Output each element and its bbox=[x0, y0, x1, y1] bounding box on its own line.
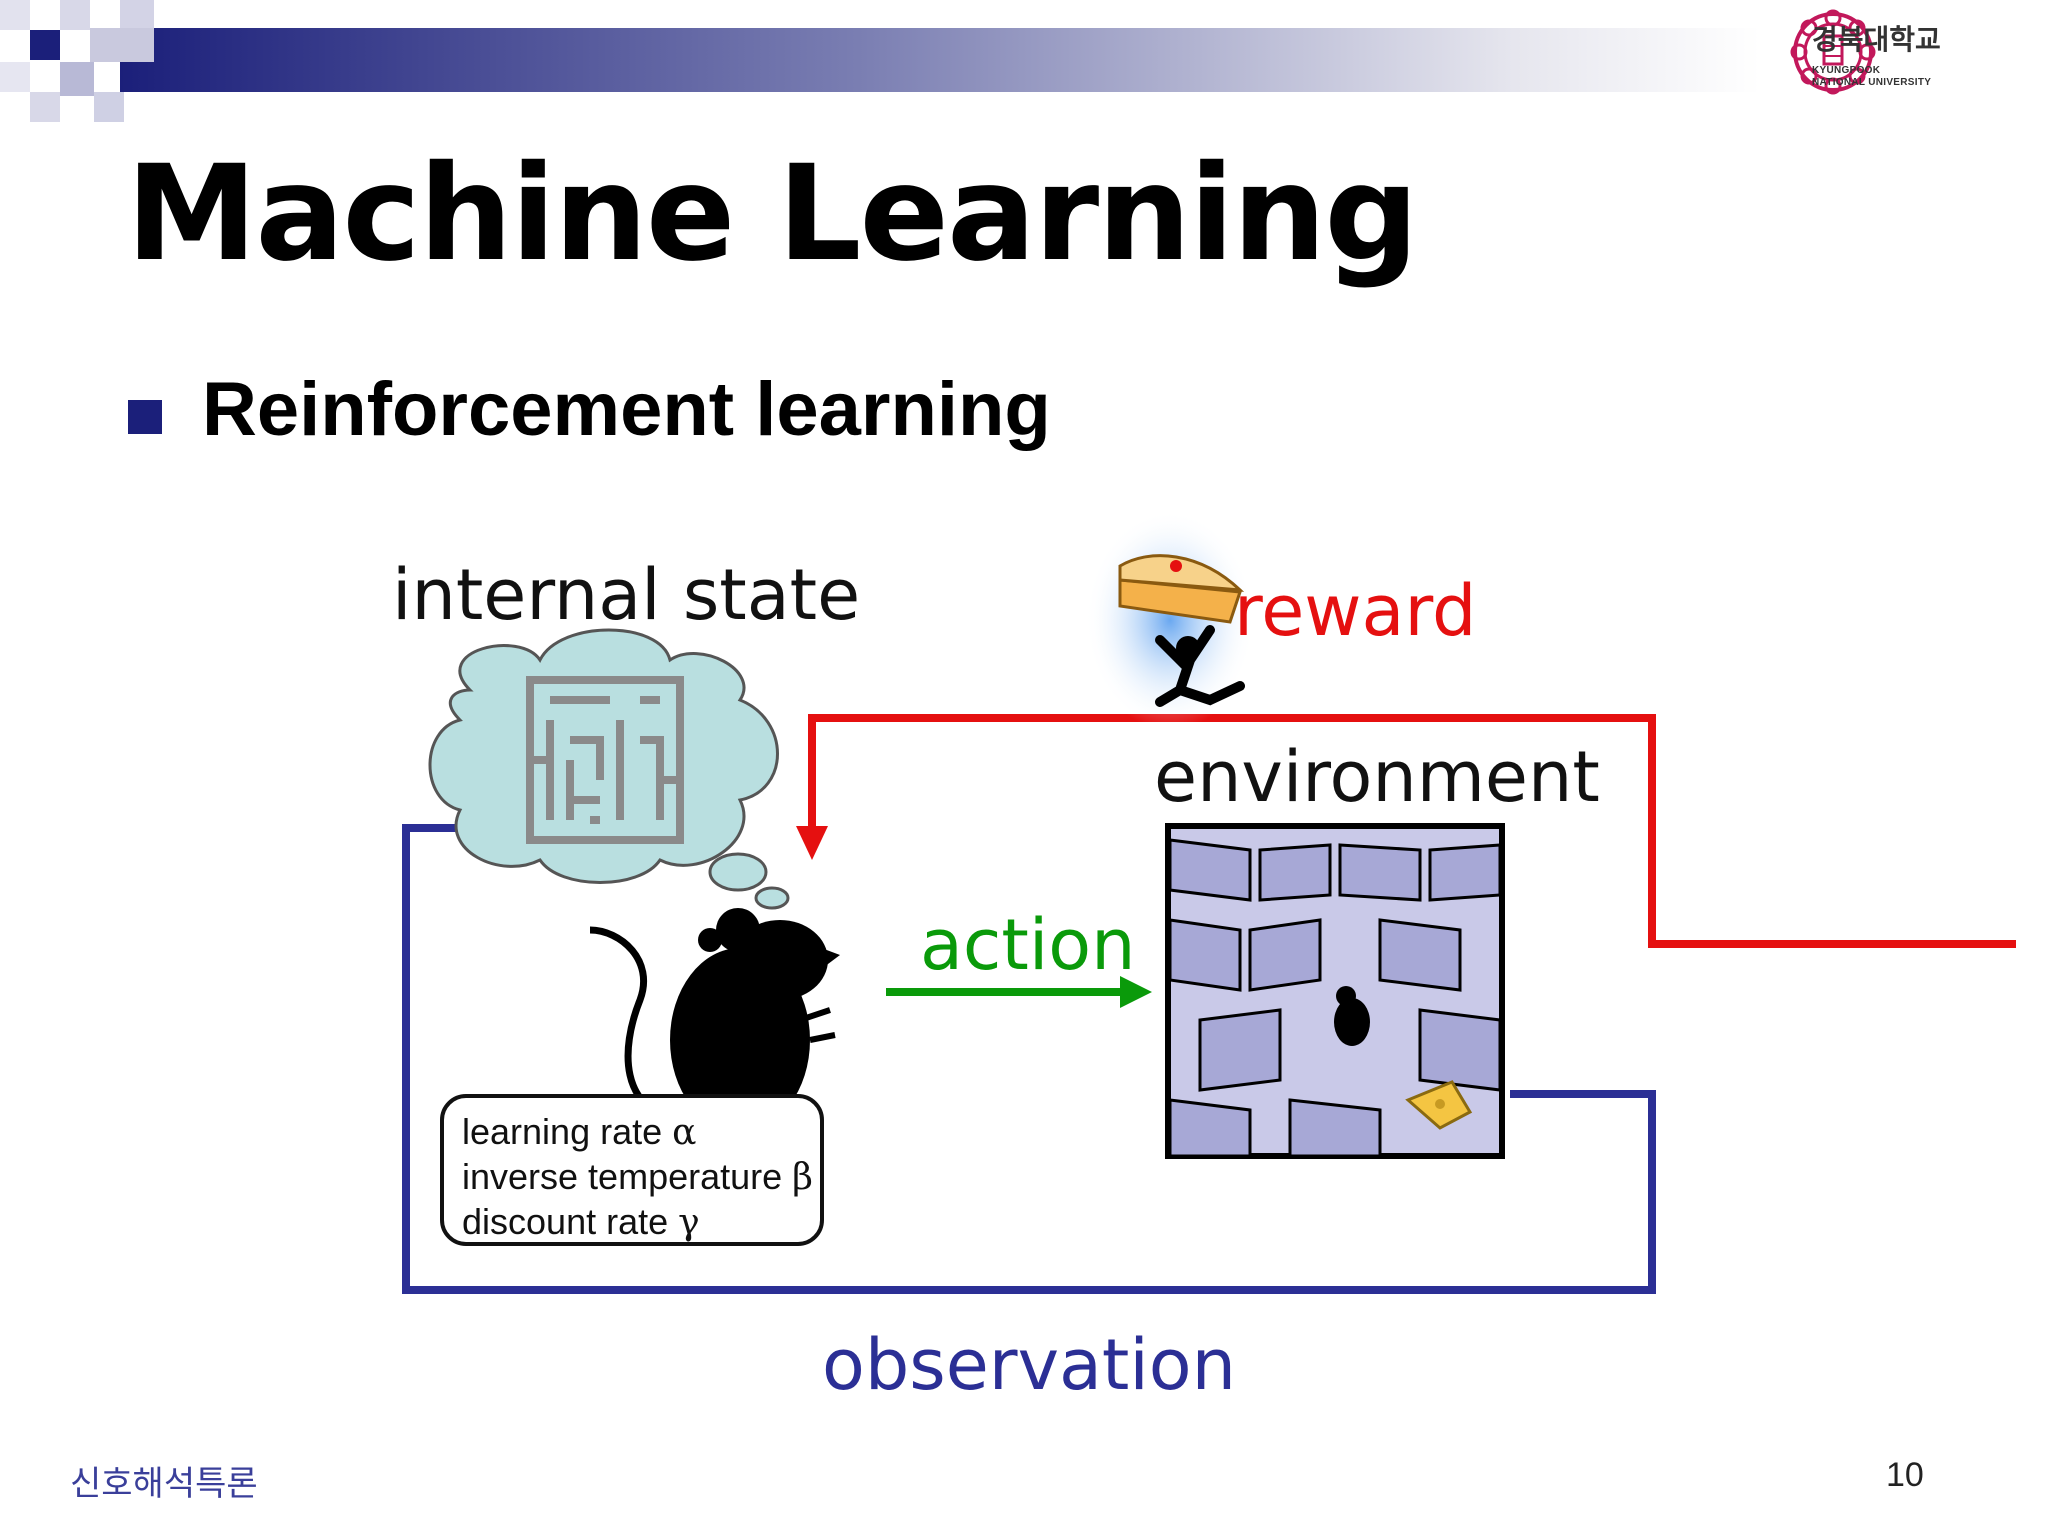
footer-course-name: 신호해석특론 bbox=[70, 1464, 258, 1504]
reward-arrowhead bbox=[796, 826, 828, 860]
university-seal-icon bbox=[1790, 9, 1876, 95]
parameter-box: learning rate α inverse temperature β di… bbox=[440, 1094, 824, 1246]
environment-label: environment bbox=[1154, 736, 1600, 818]
reward-label: reward bbox=[1234, 570, 1477, 652]
observation-arrow bbox=[402, 824, 1656, 1294]
parameter-inverse-temperature: inverse temperature β bbox=[462, 1156, 813, 1198]
parameter-learning-rate: learning rate α bbox=[462, 1111, 697, 1153]
cake-runner-icon bbox=[1085, 510, 1255, 730]
action-label: action bbox=[920, 904, 1136, 986]
bullet-square-icon bbox=[128, 400, 162, 434]
internal-state-label: internal state bbox=[392, 554, 861, 636]
action-arrowhead bbox=[1120, 976, 1152, 1008]
header-decoration bbox=[0, 0, 1760, 122]
reward-arrow bbox=[808, 714, 2016, 948]
observation-label: observation bbox=[822, 1324, 1236, 1406]
parameter-discount-rate: discount rate γ bbox=[462, 1201, 700, 1243]
logo-subtitle-1: KYUNGPOOK bbox=[1812, 65, 1881, 76]
bullet-text: Reinforcement learning bbox=[202, 367, 1051, 452]
slide-title: Machine Learning bbox=[126, 137, 1419, 291]
logo-subtitle-2: NATIONAL UNIVERSITY bbox=[1812, 77, 1932, 88]
logo-name: 경북대학교 bbox=[1812, 23, 1941, 56]
cheese-icon bbox=[1405, 1080, 1473, 1130]
page-number: 10 bbox=[1886, 1456, 1924, 1494]
maze-icon bbox=[526, 676, 684, 844]
thought-cloud-icon bbox=[428, 628, 790, 910]
